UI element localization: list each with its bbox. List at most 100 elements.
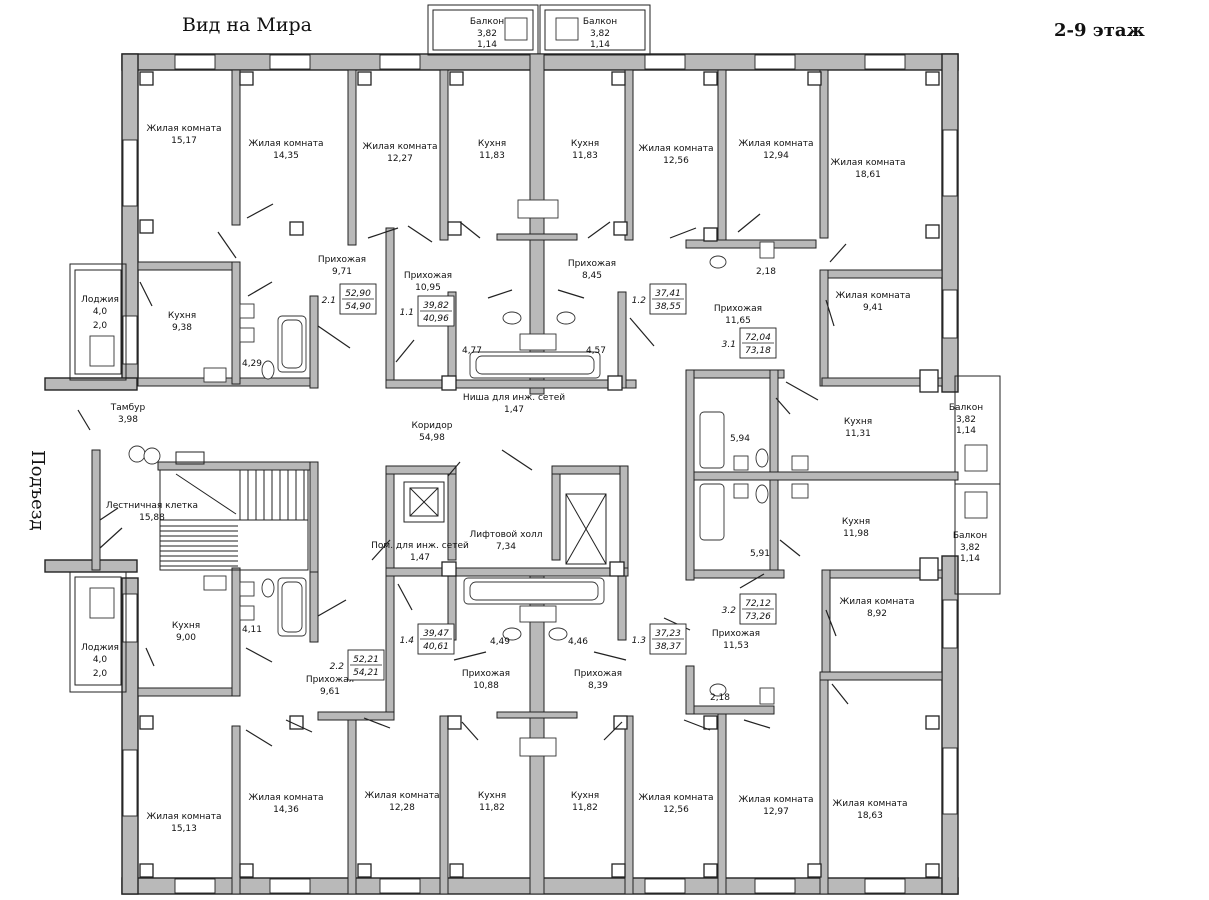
bathroom-area: 4,57 (586, 346, 606, 356)
room-name: Кухня (478, 791, 506, 801)
room-name: Кухня (842, 517, 870, 527)
room-name: Жилая комната (836, 291, 911, 301)
balcony-name: Балкон (583, 17, 617, 27)
room-name: Пом. для инж. сетей (371, 541, 469, 551)
room-area: 11,82 (572, 803, 598, 813)
bathroom-area: 5,94 (730, 434, 750, 444)
stairwell (159, 451, 309, 571)
apartment-area-living: 52,90 (345, 289, 371, 299)
balcony-area: 3,82 (960, 543, 980, 553)
bathroom-area: 2,18 (756, 267, 776, 277)
room-name: Прихожая (306, 675, 354, 685)
room-area: 11,53 (723, 641, 749, 651)
apartment-number: 1.2 (632, 296, 647, 306)
room-area: 8,39 (588, 681, 608, 691)
balcony-area-reduced: 1,14 (960, 554, 980, 564)
street-view-label: Вид на Мира (182, 14, 312, 36)
room-area: 54,98 (419, 433, 445, 443)
room-name: Жилая комната (739, 139, 814, 149)
room-name: Прихожая (568, 259, 616, 269)
room-name: Лестничная клетка (106, 501, 198, 511)
room-area: 10,95 (415, 283, 441, 293)
apartment-area-total: 38,37 (655, 642, 681, 652)
room-area: 12,56 (663, 805, 689, 815)
room-name: Жилая комната (831, 158, 906, 168)
room-name: Кухня (844, 417, 872, 427)
apartment-labels: 2.152,9054,901.139,8240,961.237,4138,553… (322, 283, 777, 681)
room-name: Жилая комната (249, 793, 324, 803)
apartment-number: 1.3 (632, 636, 647, 646)
room-area: 9,61 (320, 687, 340, 697)
bathroom-area: 2,18 (710, 693, 730, 703)
room-name: Лифтовой холл (470, 530, 543, 540)
bathroom-area: 5,91 (750, 549, 770, 559)
bathroom-area: 4,77 (462, 346, 482, 356)
room-name: Кухня (478, 139, 506, 149)
room-name: Жилая комната (365, 791, 440, 801)
apartment-area-living: 37,41 (655, 289, 681, 299)
apartment-number: 2.1 (322, 296, 336, 306)
bathroom-area: 4,46 (568, 637, 588, 647)
bathroom-area: 4,49 (490, 637, 510, 647)
room-area: 12,27 (387, 154, 413, 164)
balcony-area: 3,82 (477, 29, 497, 39)
balcony-name: Балкон (953, 531, 987, 541)
balconies (69, 4, 1001, 693)
apartment-tag: 2.1 52,90 54,90 (322, 283, 377, 315)
apartment-number: 2.2 (330, 662, 345, 672)
room-area: 18,61 (855, 170, 881, 180)
room-area: 12,28 (389, 803, 415, 813)
room-area: 11,65 (725, 316, 751, 326)
room-name: Ниша для инж. сетей (463, 393, 565, 403)
room-area: 9,41 (863, 303, 883, 313)
room-area: 7,34 (496, 542, 516, 552)
room-name: Жилая комната (833, 799, 908, 809)
balcony-name: Балкон (470, 17, 504, 27)
room-area: 15,17 (171, 136, 197, 146)
balcony-name: Балкон (949, 403, 983, 413)
apartment-area-total: 73,26 (745, 612, 771, 622)
room-name: Жилая комната (739, 795, 814, 805)
room-area: 12,94 (763, 151, 789, 161)
room-area: 18,63 (857, 811, 883, 821)
apartment-area-total: 73,18 (745, 346, 771, 356)
room-name: Жилая комната (840, 597, 915, 607)
room-area: 12,56 (663, 156, 689, 166)
balcony-area-reduced: 1,14 (956, 426, 976, 436)
apartment-area-total: 40,61 (423, 642, 449, 652)
room-area: 11,98 (843, 529, 869, 539)
balcony-area: 3,82 (590, 29, 610, 39)
room-area: 15,88 (139, 513, 165, 523)
apartment-area-total: 54,90 (345, 302, 371, 312)
apartment-area-living: 72,04 (745, 333, 771, 343)
room-name: Лоджия (81, 643, 119, 653)
balcony-labels: Балкон3,821,14Балкон3,821,14Балкон3,821,… (93, 17, 987, 679)
room-name: Жилая комната (147, 812, 222, 822)
apartment-number: 1.4 (400, 636, 415, 646)
interior-walls (91, 53, 959, 895)
loggia-area-reduced: 2,0 (93, 669, 108, 679)
bathroom-area: 4,11 (242, 625, 262, 635)
balcony-area-reduced: 1,14 (477, 40, 497, 50)
apartment-area-living: 52,21 (353, 655, 379, 665)
room-area: 3,98 (118, 415, 138, 425)
room-area: 8,45 (582, 271, 602, 281)
room-name: Жилая комната (363, 142, 438, 152)
elevators (403, 481, 607, 565)
apartment-area-living: 39,82 (423, 301, 449, 311)
room-name: Кухня (571, 139, 599, 149)
room-name: Прихожая (318, 255, 366, 265)
room-area: 12,97 (763, 807, 789, 817)
room-name: Жилая комната (639, 144, 714, 154)
loggia-area-reduced: 2,0 (93, 321, 108, 331)
room-area: 4,0 (93, 307, 108, 317)
bathroom-fixtures (128, 199, 809, 757)
room-name: Прихожая (714, 304, 762, 314)
room-name: Тамбур (110, 403, 146, 413)
room-area: 8,92 (867, 609, 887, 619)
